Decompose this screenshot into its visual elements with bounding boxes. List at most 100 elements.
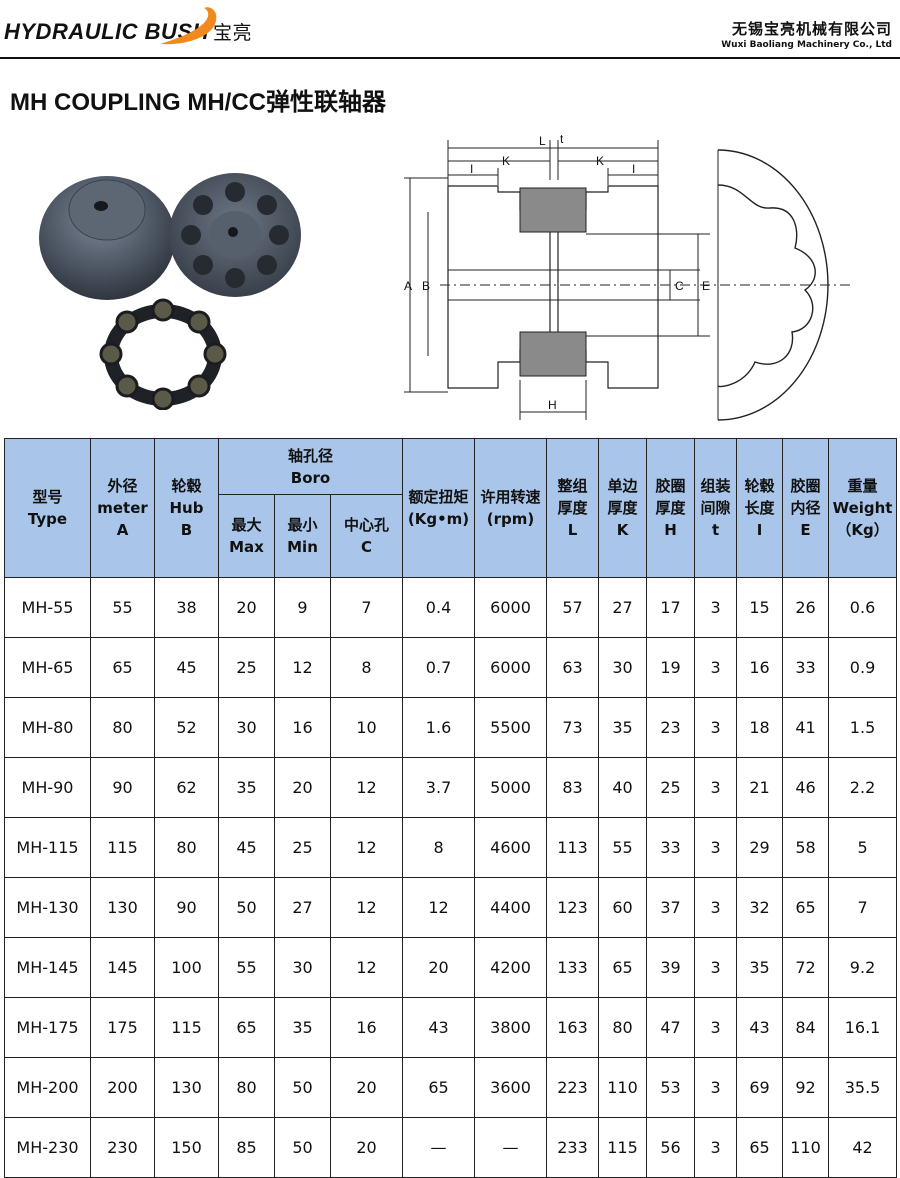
table-cell: 57: [546, 577, 600, 638]
table-cell: 63: [546, 637, 600, 698]
company-name-en: Wuxi Baoliang Machinery Co., Ltd: [721, 40, 892, 50]
col-torque: 额定扭矩(Kg•m): [402, 438, 476, 578]
table-cell: 20: [218, 577, 275, 638]
table-cell: 30: [218, 697, 275, 758]
table-cell: 20: [329, 1117, 404, 1178]
logo-swoosh-icon: [160, 7, 217, 45]
table-cell: 19: [646, 637, 696, 698]
table-cell: 55: [218, 937, 275, 998]
dimension-diagram: L t K K I I A B C E H: [404, 132, 850, 421]
table-cell: 37: [646, 877, 696, 938]
product-photo: [39, 173, 301, 410]
table-cell: 72: [782, 937, 830, 998]
table-cell: 3.7: [402, 757, 476, 818]
table-cell: 0.4: [402, 577, 476, 638]
table-cell: 42: [828, 1117, 898, 1178]
table-cell: 6000: [474, 577, 548, 638]
table-cell: 8: [329, 637, 404, 698]
col-speed: 许用转速(rpm): [474, 438, 548, 578]
table-cell: 16: [736, 637, 784, 698]
label-A: A: [404, 279, 412, 293]
table-cell: 16.1: [828, 997, 898, 1058]
table-cell: 35: [736, 937, 784, 998]
table-cell: 35: [218, 757, 275, 818]
elastomer-ring: [99, 298, 227, 410]
table-cell: 25: [646, 757, 696, 818]
table-cell: 90: [90, 757, 155, 818]
table-cell: —: [474, 1117, 548, 1178]
table-cell: 7: [828, 877, 898, 938]
table-cell: 55: [90, 577, 155, 638]
table-cell: 233: [546, 1117, 600, 1178]
table-cell: MH-80: [4, 697, 91, 758]
company-name-cn: 无锡宝亮机械有限公司: [731, 20, 892, 38]
table-cell: 52: [154, 697, 219, 758]
table-cell: 145: [90, 937, 155, 998]
table-cell: 12: [329, 757, 404, 818]
table-cell: 3: [694, 937, 738, 998]
table-cell: 110: [598, 1057, 648, 1118]
table-cell: 26: [782, 577, 830, 638]
table-cell: 41: [782, 697, 830, 758]
table-cell: 20: [329, 1057, 404, 1118]
label-K-left: K: [502, 154, 510, 168]
table-cell: 60: [598, 877, 648, 938]
table-cell: 3600: [474, 1057, 548, 1118]
table-cell: 12: [274, 637, 331, 698]
table-cell: 16: [274, 697, 331, 758]
table-cell: 43: [402, 997, 476, 1058]
table-cell: 3: [694, 877, 738, 938]
table-cell: 3: [694, 757, 738, 818]
table-cell: 80: [598, 997, 648, 1058]
table-cell: 3800: [474, 997, 548, 1058]
table-cell: 62: [154, 757, 219, 818]
table-cell: 5500: [474, 697, 548, 758]
table-cell: 4600: [474, 817, 548, 878]
table-cell: 90: [154, 877, 219, 938]
table-cell: MH-200: [4, 1057, 91, 1118]
table-cell: MH-130: [4, 877, 91, 938]
table-cell: 33: [646, 817, 696, 878]
table-cell: 35: [274, 997, 331, 1058]
table-cell: 5000: [474, 757, 548, 818]
label-L: L: [539, 134, 546, 148]
table-cell: 4200: [474, 937, 548, 998]
table-cell: 73: [546, 697, 600, 758]
table-cell: 18: [736, 697, 784, 758]
label-C: C: [675, 279, 684, 293]
table-cell: 53: [646, 1057, 696, 1118]
table-cell: 12: [329, 877, 404, 938]
table-cell: 43: [736, 997, 784, 1058]
label-E: E: [702, 279, 710, 293]
table-cell: MH-55: [4, 577, 91, 638]
table-cell: 23: [646, 697, 696, 758]
table-cell: 0.9: [828, 637, 898, 698]
table-cell: 16: [329, 997, 404, 1058]
table-cell: 0.7: [402, 637, 476, 698]
table-cell: 84: [782, 997, 830, 1058]
table-cell: 133: [546, 937, 600, 998]
header-divider: [0, 57, 900, 59]
table-cell: 12: [402, 877, 476, 938]
table-cell: 25: [274, 817, 331, 878]
table-cell: 21: [736, 757, 784, 818]
